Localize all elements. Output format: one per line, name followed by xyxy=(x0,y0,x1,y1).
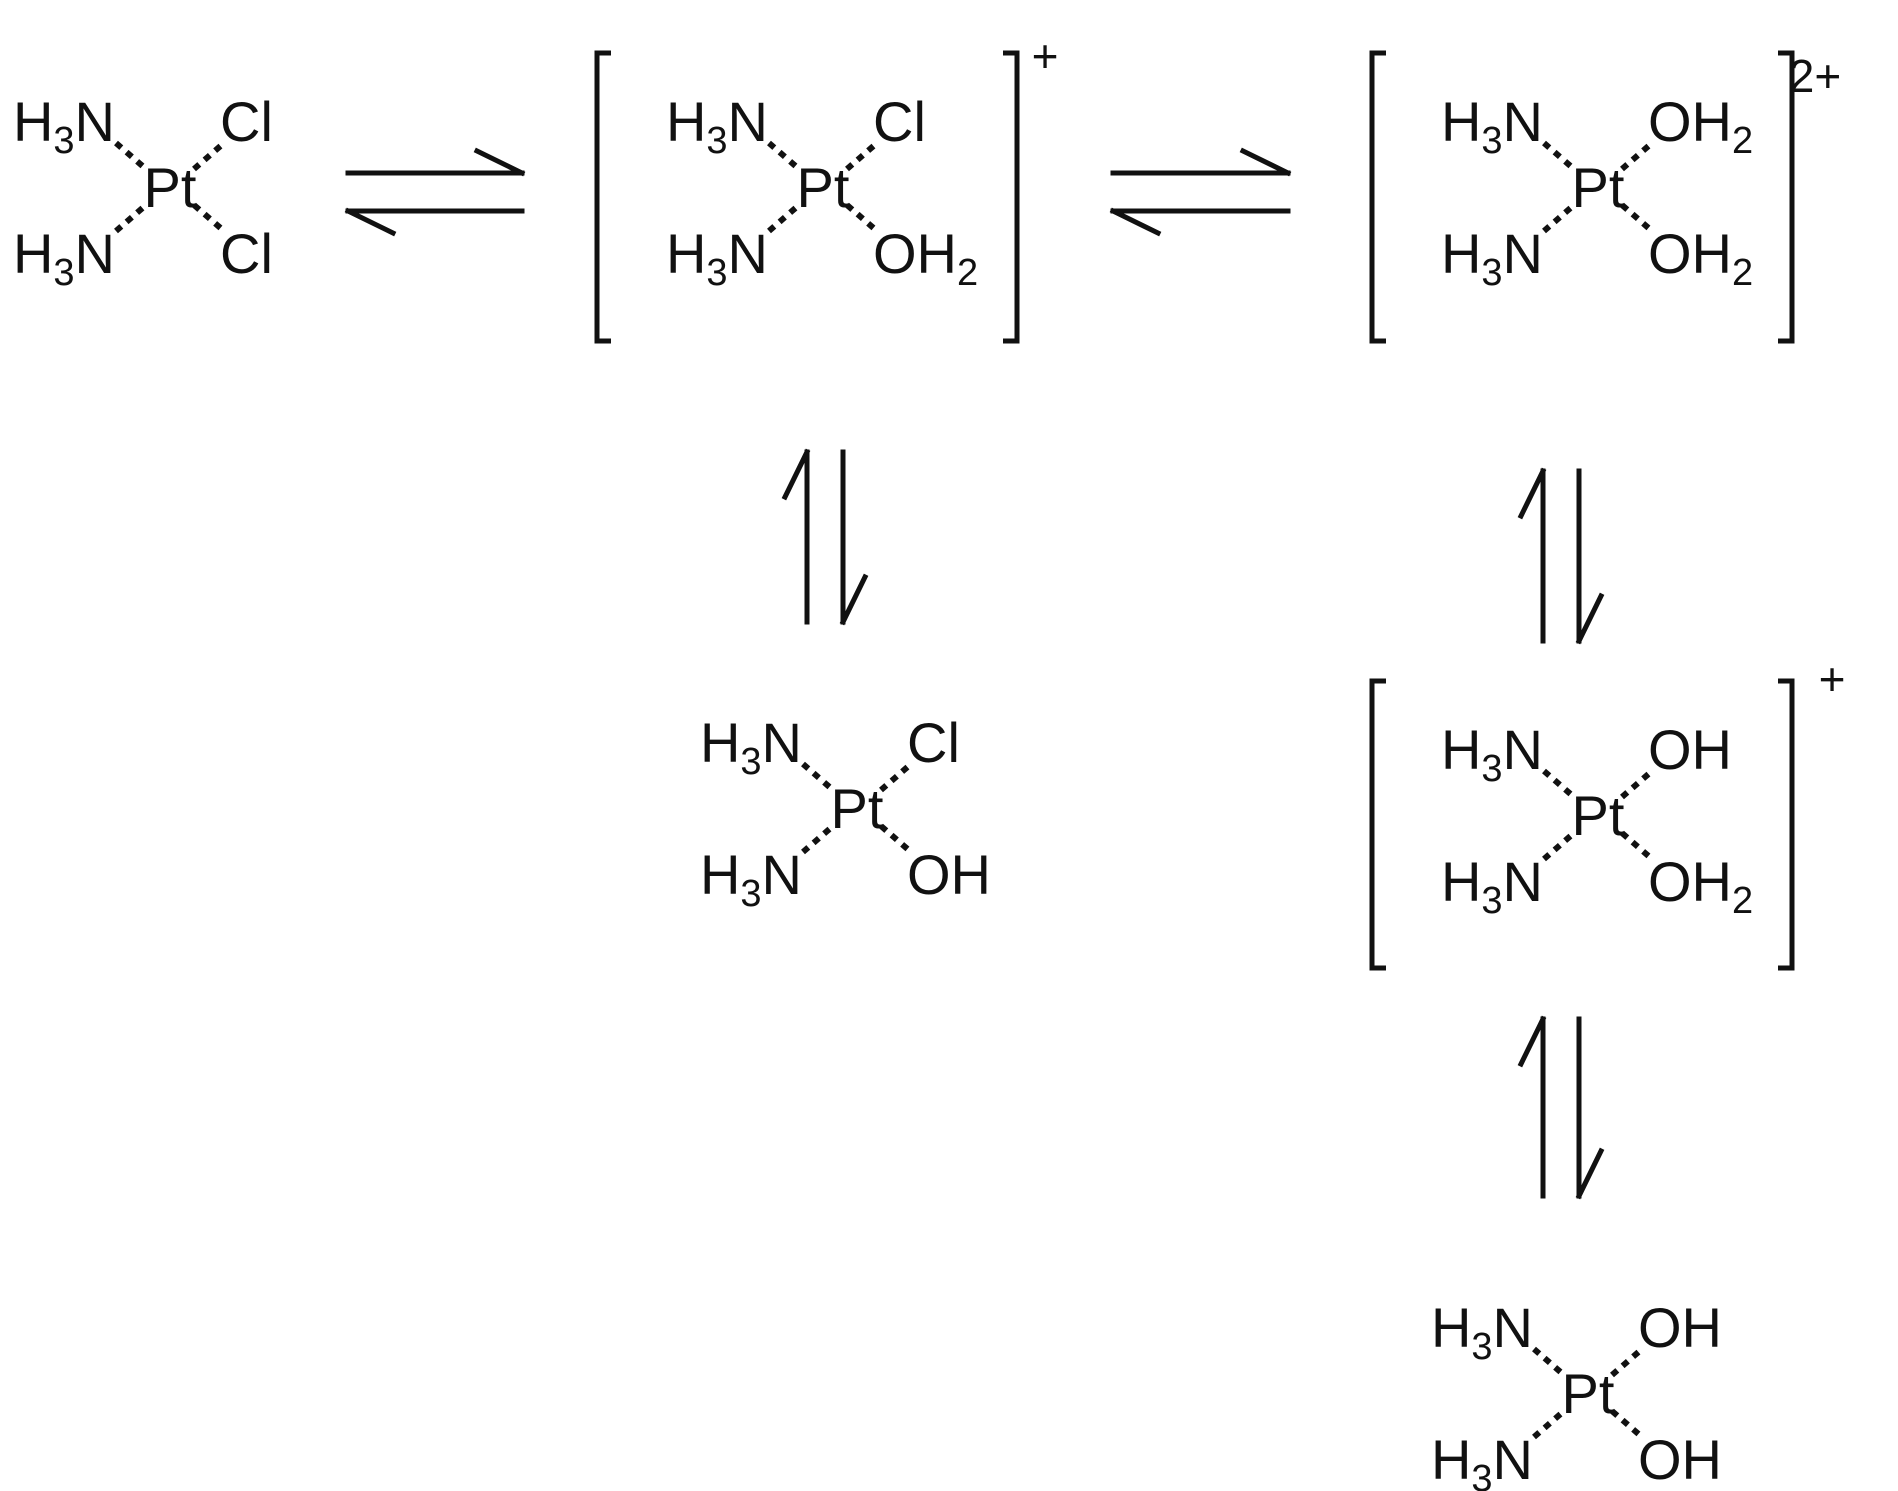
bond-2 xyxy=(192,140,226,172)
forward-arrow xyxy=(1575,468,1605,645)
metal-center: Pt xyxy=(831,777,884,840)
charge-label: + xyxy=(1032,30,1059,82)
left-bracket xyxy=(1369,50,1386,344)
reverse-arrow xyxy=(344,207,525,237)
equilibrium-arrow-cisplatin-to-mono-aqua xyxy=(344,147,526,237)
bond-3 xyxy=(1620,830,1654,862)
ligand-top-left: H3N xyxy=(700,711,802,783)
metal-center: Pt xyxy=(1572,156,1625,219)
bond-2 xyxy=(845,140,879,172)
bond-0 xyxy=(1542,768,1576,800)
bond-1 xyxy=(801,823,835,855)
ligand-bottom-left: H3N xyxy=(1431,1428,1533,1491)
ligand-top-right: OH2 xyxy=(1648,90,1753,162)
ligand-top-left: H3N xyxy=(666,90,768,162)
bond-0 xyxy=(114,140,148,172)
ligand-bottom-right: OH2 xyxy=(1648,850,1753,922)
ligand-top-left: H3N xyxy=(1441,90,1543,162)
forward-arrow xyxy=(1575,1016,1605,1200)
bond-2 xyxy=(879,761,913,793)
bond-0 xyxy=(767,140,801,172)
metal-center: Pt xyxy=(1562,1362,1615,1425)
bond-1 xyxy=(114,202,148,234)
ligand-top-right: OH xyxy=(1638,1296,1722,1359)
ligand-bottom-right: OH xyxy=(1638,1428,1722,1491)
ligand-bottom-right: Cl xyxy=(220,222,273,285)
equilibrium-arrow-di-aqua-to-aqua-hydroxo xyxy=(1517,467,1605,645)
reverse-arrow xyxy=(1109,207,1291,237)
right-bracket xyxy=(1778,678,1795,971)
ligand-top-right: OH xyxy=(1648,718,1732,781)
ligand-top-left: H3N xyxy=(1431,1296,1533,1368)
ligand-bottom-right: OH2 xyxy=(873,222,978,294)
charge-label: 2+ xyxy=(1789,50,1841,102)
metal-center: Pt xyxy=(797,156,850,219)
ligand-top-right: Cl xyxy=(907,711,960,774)
ligand-bottom-left: H3N xyxy=(700,843,802,915)
ligand-bottom-left: H3N xyxy=(1441,850,1543,922)
ligand-top-right: Cl xyxy=(873,90,926,153)
bond-0 xyxy=(1532,1346,1566,1378)
metal-center: Pt xyxy=(1572,784,1625,847)
forward-arrow xyxy=(839,449,869,626)
bond-3 xyxy=(845,202,879,234)
bond-1 xyxy=(767,202,801,234)
ligand-top-left: H3N xyxy=(1441,718,1543,790)
left-bracket xyxy=(594,50,611,344)
forward-arrow xyxy=(1110,147,1292,177)
ligand-bottom-left: H3N xyxy=(666,222,768,294)
ligand-bottom-right: OH2 xyxy=(1648,222,1753,294)
bond-1 xyxy=(1532,1408,1566,1440)
reverse-arrow xyxy=(1517,1015,1547,1199)
equilibrium-arrows xyxy=(344,147,1605,1200)
bond-3 xyxy=(1620,202,1654,234)
bond-2 xyxy=(1620,768,1654,800)
bond-3 xyxy=(879,823,913,855)
ligand-top-left: H3N xyxy=(13,90,115,162)
reverse-arrow xyxy=(781,448,811,625)
equilibrium-arrow-mono-aqua-to-di-aqua xyxy=(1109,147,1292,237)
bond-0 xyxy=(801,761,835,793)
metal-center: Pt xyxy=(144,156,197,219)
ligand-top-right: Cl xyxy=(220,90,273,153)
bond-1 xyxy=(1542,830,1576,862)
charge-label: + xyxy=(1819,653,1846,705)
left-bracket xyxy=(1369,678,1386,971)
bond-3 xyxy=(192,202,226,234)
bond-3 xyxy=(1610,1408,1644,1440)
right-bracket xyxy=(1003,50,1020,344)
equilibrium-arrow-mono-aqua-to-chloro-hydroxo xyxy=(781,448,869,626)
bond-0 xyxy=(1542,140,1576,172)
ligand-bottom-right: OH xyxy=(907,843,991,906)
bond-2 xyxy=(1610,1346,1644,1378)
ligand-bottom-left: H3N xyxy=(13,222,115,294)
bond-1 xyxy=(1542,202,1576,234)
forward-arrow xyxy=(345,147,526,177)
species-layer: PtH3NH3NClClPtH3NH3NClOH2+PtH3NH3NOH2OH2… xyxy=(13,30,1845,1491)
ligand-bottom-left: H3N xyxy=(1441,222,1543,294)
bond-2 xyxy=(1620,140,1654,172)
equilibrium-arrow-aqua-hydroxo-to-dihydroxo xyxy=(1517,1015,1605,1200)
reverse-arrow xyxy=(1517,467,1547,644)
right-bracket xyxy=(1778,50,1795,344)
